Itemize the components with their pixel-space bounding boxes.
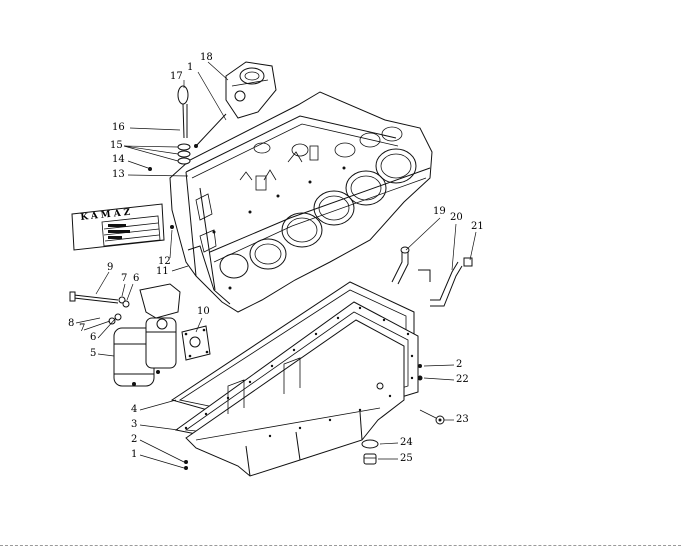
callout-12: 12 (158, 256, 171, 267)
part-23-drain-plug (435, 415, 445, 425)
part-1-bolt-top (194, 113, 227, 148)
callout-22: 22 (456, 374, 469, 385)
part-12-pin (170, 225, 174, 229)
part-21-fitting (463, 257, 473, 267)
engine-block (169, 91, 433, 313)
part-5-oil-filter (113, 283, 181, 387)
callout-16: 16 (112, 122, 125, 133)
part-25-plug (363, 453, 377, 465)
callout-1-top: 1 (187, 62, 194, 73)
block-details (195, 145, 346, 290)
part-24-ring (361, 439, 379, 449)
part-15-seals (177, 143, 191, 165)
callout-21: 21 (471, 221, 484, 232)
page-bottom-rule (0, 545, 681, 546)
pan-bolt-holes (184, 306, 414, 438)
callout-2-right: 2 (456, 359, 463, 370)
callout-6-bottom: 6 (90, 332, 97, 343)
part-20-tube (418, 261, 463, 307)
callout-11: 11 (156, 266, 169, 277)
part-2-washer-right (418, 364, 422, 368)
callout-17: 17 (170, 71, 183, 82)
callout-25: 25 (400, 453, 413, 464)
callout-2-left: 2 (131, 434, 138, 445)
cylinder-bores (219, 148, 417, 279)
callout-5: 5 (90, 348, 97, 359)
callout-9: 9 (107, 262, 114, 273)
part-6-7-washers (108, 296, 130, 325)
part-17-dipstick (177, 85, 189, 139)
callout-8: 8 (68, 318, 75, 329)
callout-10: 10 (197, 306, 210, 317)
callout-23: 23 (456, 414, 469, 425)
part-14-pin (148, 167, 152, 171)
callout-3: 3 (131, 419, 138, 430)
callout-1-bottom: 1 (131, 449, 138, 460)
part-22-bolt (417, 375, 423, 381)
callout-4: 4 (131, 404, 138, 415)
part-9-bolt (69, 291, 119, 304)
callout-24: 24 (400, 437, 413, 448)
callout-19: 19 (433, 206, 446, 217)
leader-lines (75, 61, 477, 469)
callout-18: 18 (200, 52, 213, 63)
part-2-washer-left (184, 460, 188, 464)
part-10-gasket (181, 325, 211, 361)
part-1-bolt-bottom (184, 466, 188, 470)
part-18-housing (225, 61, 277, 119)
callout-13: 13 (112, 169, 125, 180)
callout-7-top: 7 (121, 273, 128, 284)
part-13-nameplate (71, 203, 165, 251)
callout-20: 20 (450, 212, 463, 223)
oil-pan (170, 281, 419, 477)
callout-15: 15 (110, 140, 123, 151)
part-19-tube (391, 246, 410, 285)
callout-6-top: 6 (133, 273, 140, 284)
callout-7-bottom: 7 (79, 323, 86, 334)
upper-bores (253, 126, 403, 158)
callout-14: 14 (112, 154, 125, 165)
